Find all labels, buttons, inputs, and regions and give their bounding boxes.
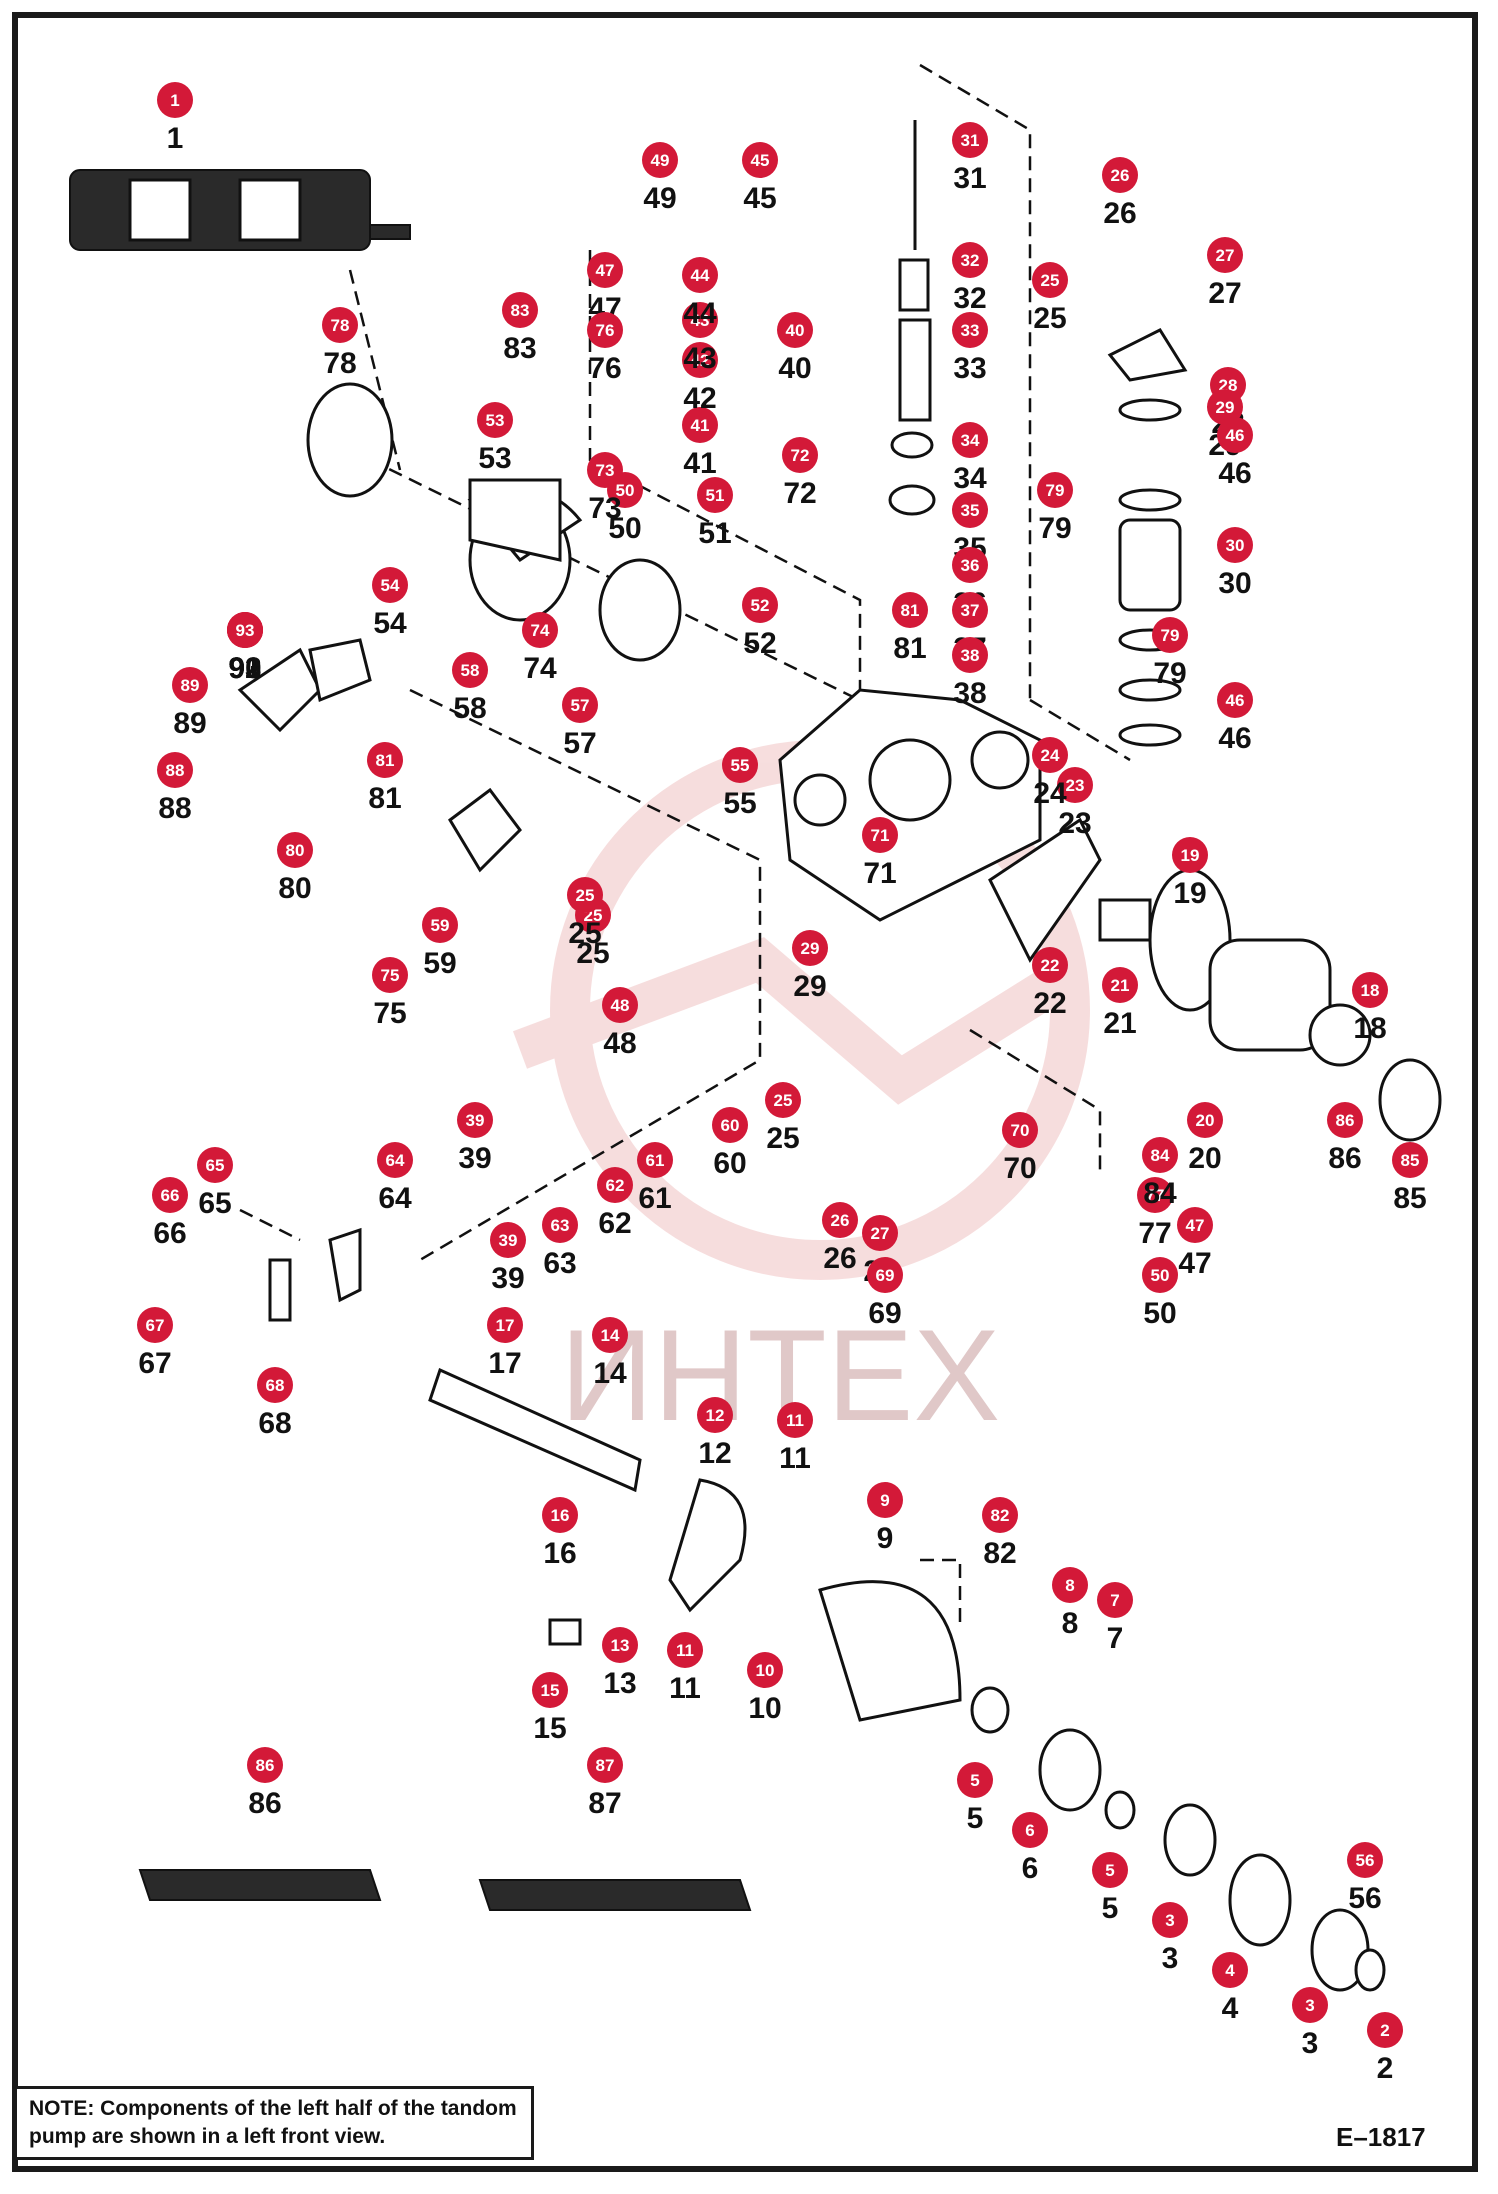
valve-column	[888, 120, 936, 516]
note-prefix: NOTE:	[29, 2097, 95, 2120]
diagram-frame	[12, 12, 1478, 2172]
note-box: NOTE: Components of the left half of the…	[14, 2086, 534, 2160]
control-linkage	[237, 638, 522, 1322]
shims	[138, 1869, 752, 1911]
tandem-pump-assembly	[69, 169, 411, 251]
spool-stack	[1107, 328, 1188, 747]
watermark-text: ИНТЕХ	[560, 1302, 1000, 1448]
main-housing	[778, 688, 1042, 922]
o-rings	[306, 382, 682, 662]
bearing-stack	[970, 1686, 1386, 1992]
shaft-assembly	[428, 1367, 962, 1722]
note-text: Components of the left half of the tando…	[29, 2097, 517, 2148]
piston-group	[988, 817, 1442, 1142]
drawing-code: E–1817	[1336, 2122, 1426, 2152]
